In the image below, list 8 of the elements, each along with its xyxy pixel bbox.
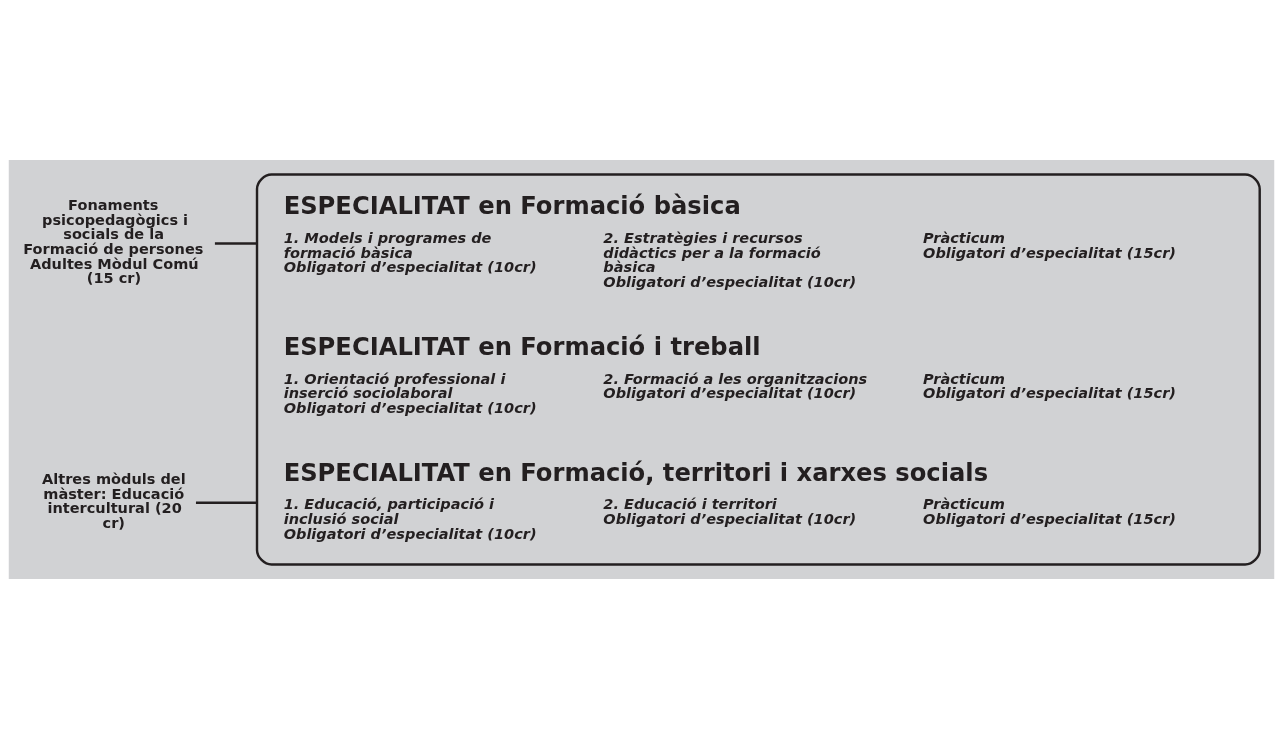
cluster <box>255 173 1261 566</box>
node-text: ESPECIALITAT en Formació i treball 1. Orientació professional i inserció sociolaboral Obligatori d’especialitat (10cr) 2. Formació a les organitzacions Obligatori d’especialitat (10cr) Pràcticum Obligatori d’especialitat (15cr) <box>283 332 1176 416</box>
connector <box>214 242 257 245</box>
connector <box>195 501 257 504</box>
node-text: ESPECIALITAT en Formació, territori i xarxes socials 1. Educació, participació i inclusió social Obligatori d’especialitat (10cr) 2. Educació i territori Obligatori d’especialitat (10cr) Pràcticum Obligatori d’especialitat (15cr) <box>283 458 1176 542</box>
node-text: ESPECIALITAT en Formació bàsica 1. Models i programes de formació bàsica Obligatori d’especialitat (10cr) 2. Estratègies i recursos didàctics per a la formació bàsica Obligatori d’especialitat (10cr) Pràcticum Obligatori d’especialitat (15cr) <box>283 192 1176 290</box>
node-text: Fonaments psicopedagògics i socials de la Formació de persones Adultes Mòdul Comú (15 cr) <box>23 197 204 287</box>
node-text: Altres mòduls del màster: Educació intercultural (20 cr) <box>42 471 186 531</box>
